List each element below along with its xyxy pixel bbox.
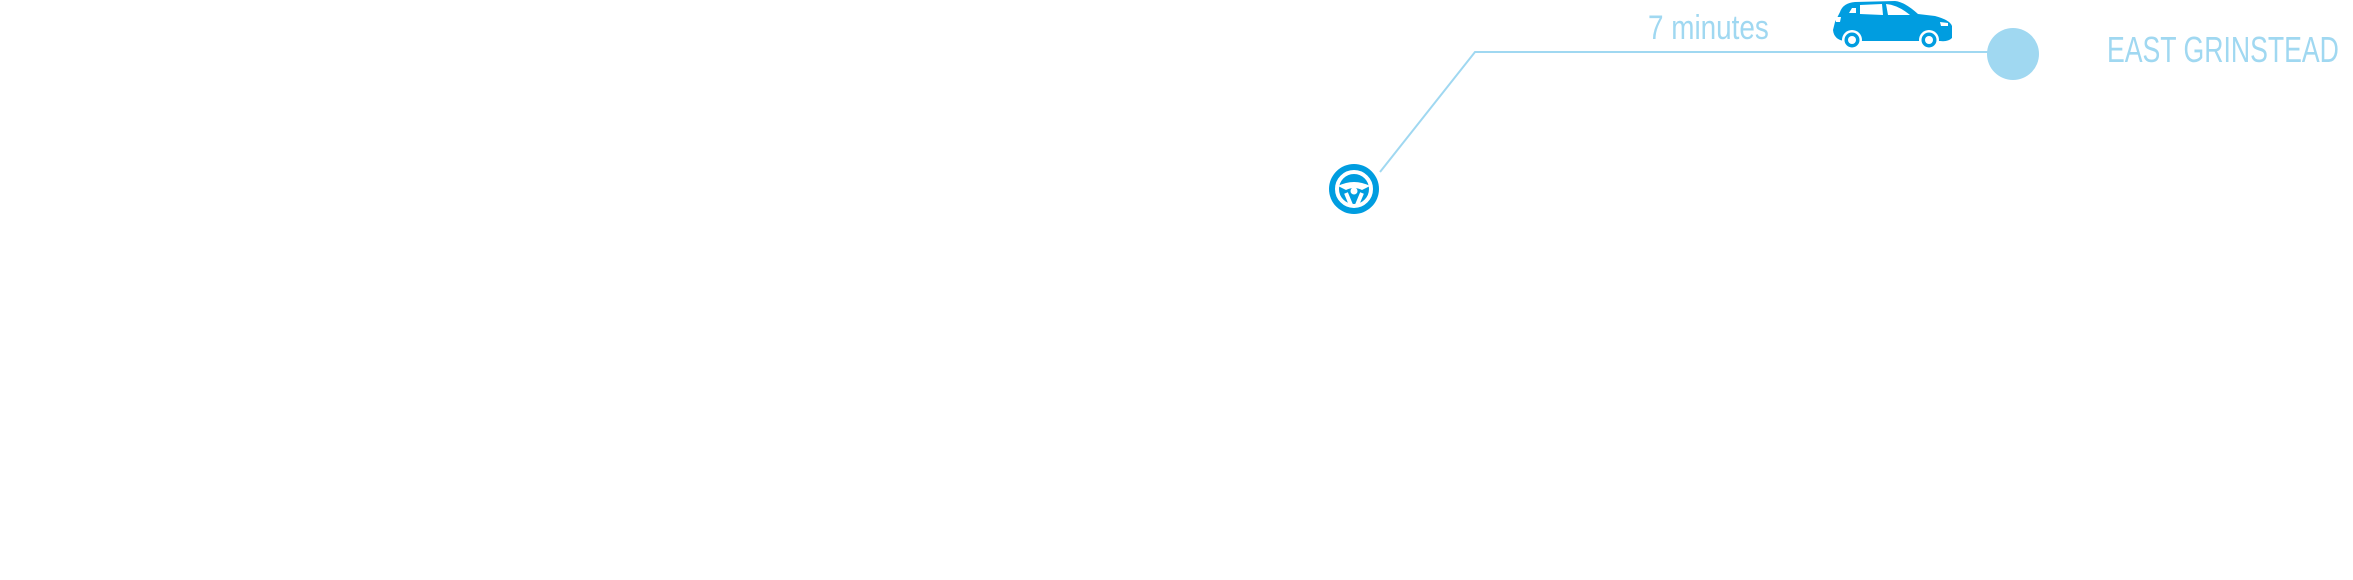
duration-label: 7 minutes: [1648, 9, 1769, 47]
steering-wheel-icon: [1329, 164, 1379, 214]
route-line: [1379, 51, 1988, 173]
car-icon: [1833, 1, 1952, 50]
destination-marker: [1987, 28, 2039, 80]
destination-label: EAST GRINSTEAD: [2107, 29, 2339, 70]
